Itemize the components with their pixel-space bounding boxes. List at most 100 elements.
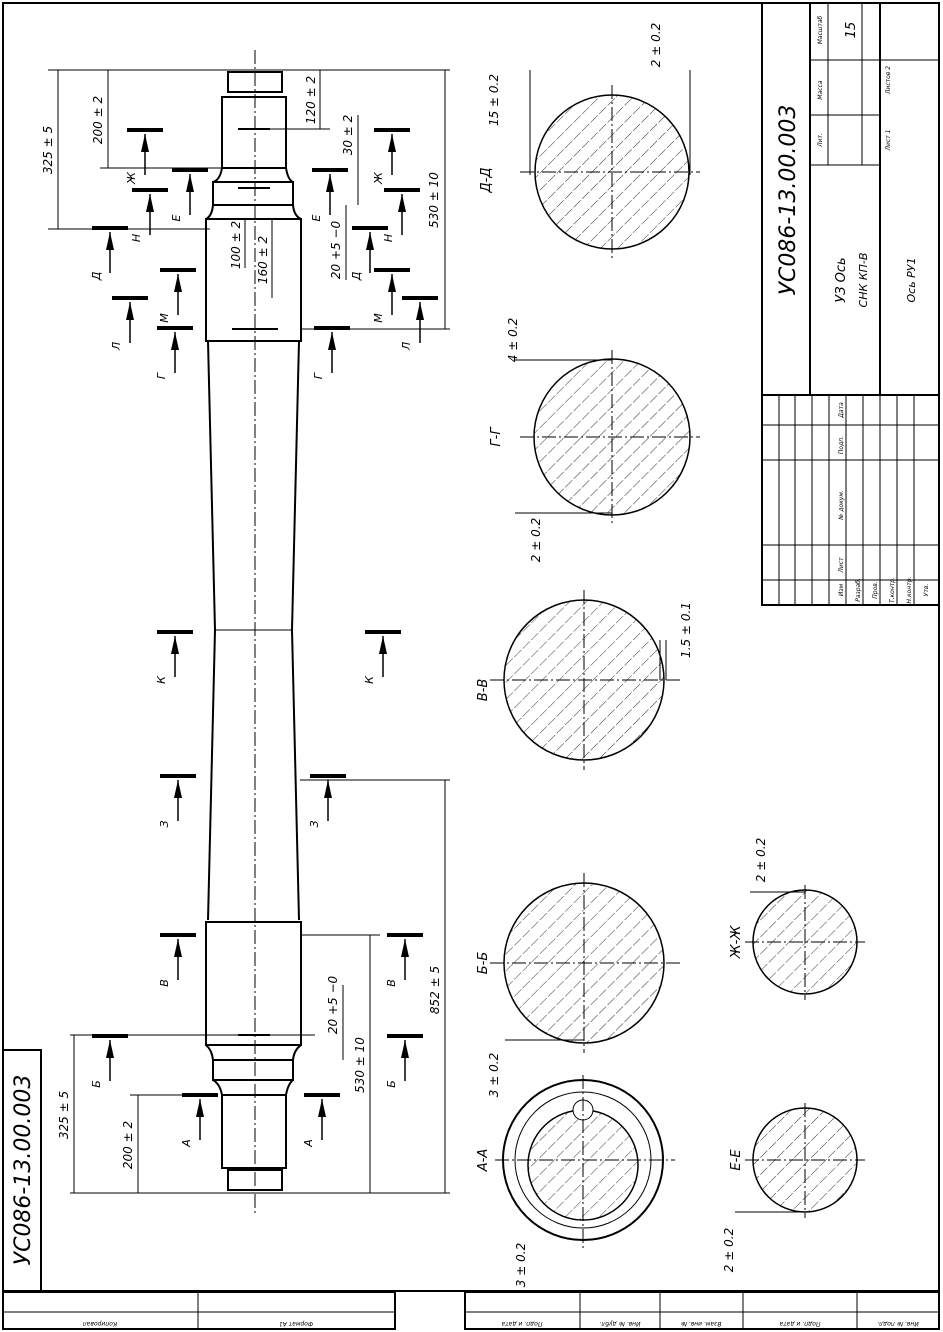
section-marker: В [158, 933, 196, 987]
section-dim: 2 ± 0.2 [529, 518, 543, 562]
title-role: Разраб. [855, 578, 862, 602]
section-marker: Д [90, 226, 128, 281]
title-header: № докум. [838, 490, 845, 521]
bottom-strip-label: Формат А1 [279, 1320, 313, 1327]
section-dim: 2 ± 0.2 [649, 23, 663, 67]
section-marker-letter: Д [350, 271, 363, 281]
section-marker-letter: Д [90, 271, 103, 281]
arrow-up-icon [326, 174, 334, 192]
dim-200-bottom: 200 ± 2 [121, 1121, 135, 1169]
dim-200-top: 200 ± 2 [91, 96, 105, 144]
section-label: Д-Д [479, 167, 494, 193]
section-marker: Г [312, 326, 350, 379]
section-label: В-В [476, 679, 491, 702]
title-name-1: УЗ Ось [834, 257, 849, 302]
title-header: Дата [838, 402, 845, 419]
section-label: Г-Г [489, 426, 504, 447]
section-marker-letter: А [302, 1139, 315, 1148]
arrow-up-icon [174, 274, 182, 292]
section-marker: В [385, 933, 423, 987]
dim-325-top: 325 ± 5 [41, 126, 55, 174]
section-marker-letter: З [308, 820, 321, 827]
section-marker-letter: Б [90, 1080, 103, 1088]
dimension-lines [48, 69, 450, 1194]
title-header: Изм [838, 583, 845, 596]
section-marker-letter: М [158, 313, 171, 323]
section-marker: М [158, 268, 196, 323]
section-marker-letter: К [363, 675, 376, 684]
arrow-up-icon [401, 939, 409, 957]
arrow-up-icon [146, 194, 154, 212]
bottom-strip-label: Инв. № дубл. [599, 1320, 640, 1327]
section-marker-letter: Л [400, 342, 413, 351]
dim-20-bottom: 20 +5 −0 [326, 975, 340, 1034]
bottom-strip-label: Подп. и дата [779, 1320, 820, 1327]
section-marker: Б [90, 1034, 128, 1088]
bottom-strip-label: Копировал [83, 1320, 117, 1327]
section-marker-letter: М [372, 313, 385, 323]
arrow-up-icon [324, 780, 332, 798]
lit-label: Лит. [817, 133, 824, 148]
section-marker-letter: В [158, 979, 171, 987]
scale-label: Масштаб [817, 15, 824, 44]
section-zhzh: Ж-Ж 2 ± 0.2 [729, 838, 865, 1000]
section-dim: 2 ± 0.2 [754, 838, 768, 882]
arrow-up-icon [171, 332, 179, 350]
section-vv: В-В 1.5 ± 0.1 [476, 590, 693, 770]
arrow-up-icon [416, 302, 424, 320]
dimension-texts: 325 ± 5 200 ± 2 120 ± 2 30 ± 2 530 ± 10 … [41, 76, 442, 1169]
section-label: Ж-Ж [729, 925, 744, 960]
section-marker: Е [310, 168, 348, 221]
arrow-up-icon [398, 194, 406, 212]
section-marker: Л [110, 296, 148, 351]
section-marker: Е [170, 168, 208, 221]
arrow-up-icon [126, 302, 134, 320]
bottom-strip: Копировал Формат А1 Подп. и дата Инв. № дуб… [2, 1291, 940, 1330]
section-marker: Ж [125, 128, 163, 185]
sheets-label: Листов 2 [885, 66, 892, 95]
section-marker: К [155, 630, 193, 684]
section-dd: Д-Д 15 ± 0.2 2 ± 0.2 [479, 23, 700, 260]
arrow-up-icon [401, 1040, 409, 1058]
dim-160-top: 160 ± 2 [256, 236, 270, 284]
section-marker: Б [385, 1034, 423, 1088]
section-marker-letter: Л [110, 342, 123, 351]
section-marker-letter: Г [312, 372, 325, 379]
arrow-up-icon [106, 1040, 114, 1058]
section-dim: 1.5 ± 0.1 [679, 602, 693, 658]
dim-530-bottom: 530 ± 10 [353, 1037, 367, 1093]
title-block: УС086-13.00.003 УЗ Ось СНК КП-В Ось РУ1 … [761, 2, 940, 606]
section-marker-letter: Н [130, 234, 143, 242]
title-designation: УС086-13.00.003 [776, 105, 801, 296]
section-aa: А-А 3 ± 0.2 [476, 1075, 675, 1287]
bottom-strip-label: Взам. инв. № [681, 1320, 722, 1327]
section-marker: А [302, 1093, 340, 1148]
arrow-up-icon [366, 232, 374, 250]
title-name-3: Ось РУ1 [905, 257, 918, 302]
section-marker-letter: Е [310, 214, 323, 221]
section-marker: К [363, 630, 401, 684]
bottom-strip-label: Инв. № подл. [877, 1320, 918, 1327]
section-dim: 2 ± 0.2 [722, 1228, 736, 1272]
title-name-2: СНК КП-В [857, 253, 870, 308]
section-marker-letter: Ж [125, 171, 138, 185]
arrow-up-icon [379, 636, 387, 654]
section-marker: Н [130, 188, 168, 242]
arrow-up-icon [171, 636, 179, 654]
section-marker: А [180, 1093, 218, 1148]
scale-value: 15 [844, 22, 859, 39]
section-marker: Г [155, 326, 193, 379]
bottom-strip-label: Подп. и дата [501, 1320, 542, 1327]
section-dim: 15 ± 0.2 [487, 74, 501, 126]
section-marker: Ж [372, 128, 410, 185]
section-dim: 3 ± 0.2 [487, 1053, 501, 1097]
arrow-up-icon [106, 232, 114, 250]
title-role: Утв. [923, 584, 930, 597]
section-marker: З [158, 774, 196, 828]
dim-325-bottom: 325 ± 5 [57, 1091, 71, 1139]
shaft-view [205, 50, 302, 1215]
side-stamp-text: УС086-13.00.003 [11, 1075, 36, 1266]
section-marker: М [372, 268, 410, 323]
dim-20-top: 20 +5 −0 [329, 220, 343, 279]
section-marker-letter: А [180, 1139, 193, 1148]
